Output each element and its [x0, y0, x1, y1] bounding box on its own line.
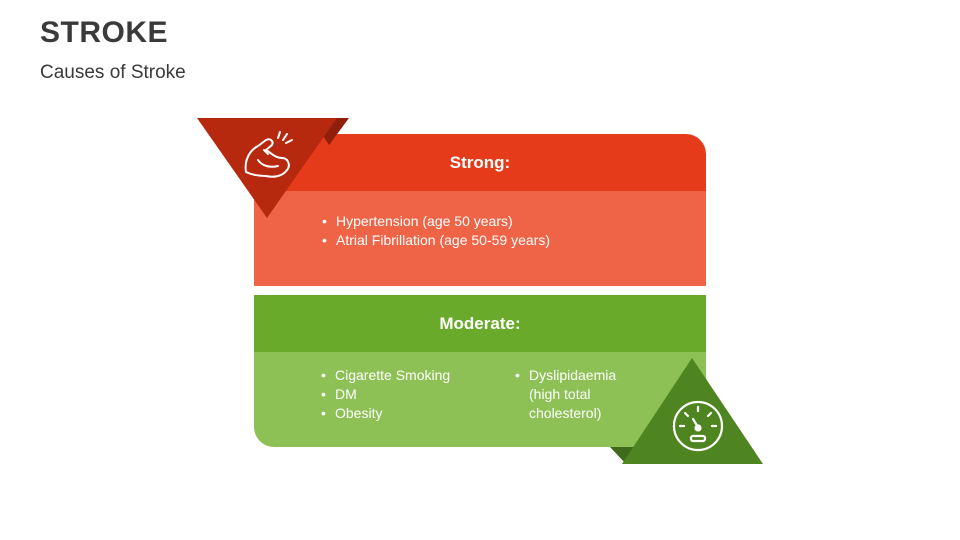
strong-body: Hypertension (age 50 years) Atrial Fibri… — [254, 191, 706, 286]
moderate-body: Cigarette Smoking DM Obesity Dyslipidaem… — [254, 352, 706, 447]
list-item: Atrial Fibrillation (age 50-59 years) — [322, 231, 550, 250]
list-item-continued: cholesterol) — [529, 405, 602, 421]
list-item: Dyslipidaemia — [515, 366, 616, 385]
flexed-arm-icon — [244, 131, 293, 178]
strong-triangle — [197, 118, 337, 218]
moderate-list-left: Cigarette Smoking DM Obesity — [321, 366, 450, 423]
speedometer-icon — [672, 400, 724, 452]
strong-card: Strong: Hypertension (age 50 years) Atri… — [254, 134, 706, 286]
page-subtitle: Causes of Stroke — [40, 62, 186, 83]
strong-list: Hypertension (age 50 years) Atrial Fibri… — [322, 212, 550, 250]
page-title: STROKE — [40, 16, 169, 49]
moderate-heading: Moderate: — [439, 313, 521, 333]
moderate-list-right: Dyslipidaemia (high total cholesterol) — [515, 366, 616, 423]
strong-heading: Strong: — [449, 152, 511, 172]
list-item-continued: (high total — [529, 386, 591, 402]
list-item: DM — [321, 385, 450, 404]
moderate-triangle — [622, 358, 763, 464]
list-item: Hypertension (age 50 years) — [322, 212, 550, 231]
list-item: Obesity — [321, 404, 450, 423]
moderate-card: Moderate: Cigarette Smoking DM Obesity D… — [254, 295, 706, 447]
moderate-header: Moderate: — [254, 295, 706, 352]
list-item: Cigarette Smoking — [321, 366, 450, 385]
